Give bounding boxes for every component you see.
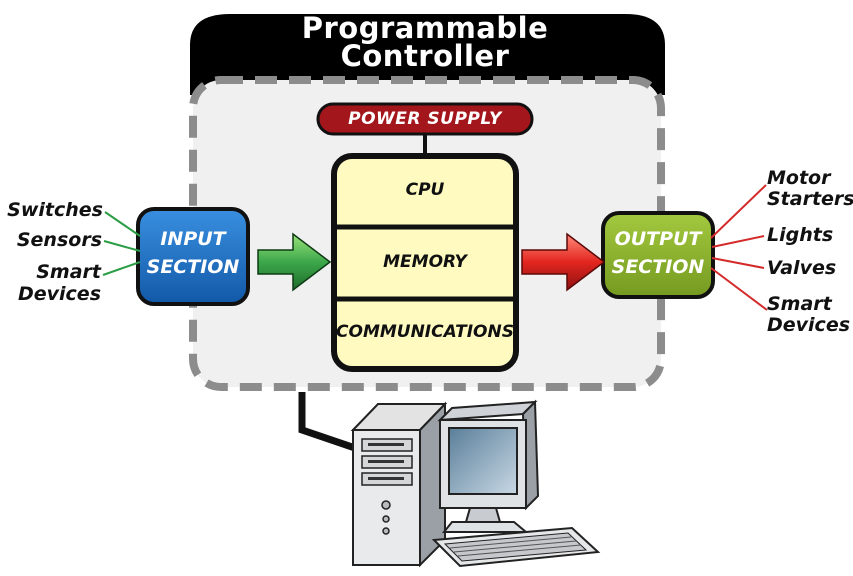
- output-label-motor: Motor: [767, 167, 831, 189]
- communications-label: COMMUNICATIONS: [336, 322, 514, 342]
- computer-icon: [350, 399, 601, 568]
- output-wires: [710, 184, 768, 311]
- output-section-line-2: SECTION: [611, 256, 705, 278]
- input-label-smart: Smart: [36, 261, 101, 283]
- computer-cable: [298, 392, 357, 452]
- title-line-2: Controller: [340, 39, 510, 73]
- output-flow-arrow: [521, 232, 606, 292]
- title-line-1: Programmable: [301, 11, 549, 45]
- input-flow-arrow: [257, 232, 332, 292]
- output-label-smart: Smart: [767, 293, 832, 315]
- input-section-line-1: INPUT: [160, 228, 226, 250]
- input-label-sensors: Sensors: [16, 229, 102, 251]
- diagram-title: Programmable Controller: [240, 11, 610, 73]
- output-section-line-1: OUTPUT: [614, 228, 702, 250]
- output-label-valves: Valves: [767, 257, 837, 279]
- output-label-devices: Devices: [767, 314, 851, 336]
- output-label-lights: Lights: [767, 224, 834, 246]
- power-supply-label: POWER SUPPLY: [348, 109, 502, 129]
- input-section-label: INPUT SECTION: [138, 225, 248, 281]
- input-section-box: [136, 207, 250, 306]
- input-section-line-2: SECTION: [146, 256, 240, 278]
- output-section-label: OUTPUT SECTION: [603, 225, 713, 281]
- input-label-devices: Devices: [17, 283, 101, 305]
- cpu-label: CPU: [405, 180, 445, 200]
- output-section-box: [601, 211, 715, 299]
- input-label-switches: Switches: [7, 199, 103, 221]
- processor-block: [331, 153, 519, 372]
- output-label-starters: Starters: [767, 188, 853, 210]
- title-banner: [190, 14, 665, 95]
- input-wires: [102, 211, 141, 276]
- power-supply-badge: [316, 102, 534, 136]
- memory-label: MEMORY: [383, 252, 467, 272]
